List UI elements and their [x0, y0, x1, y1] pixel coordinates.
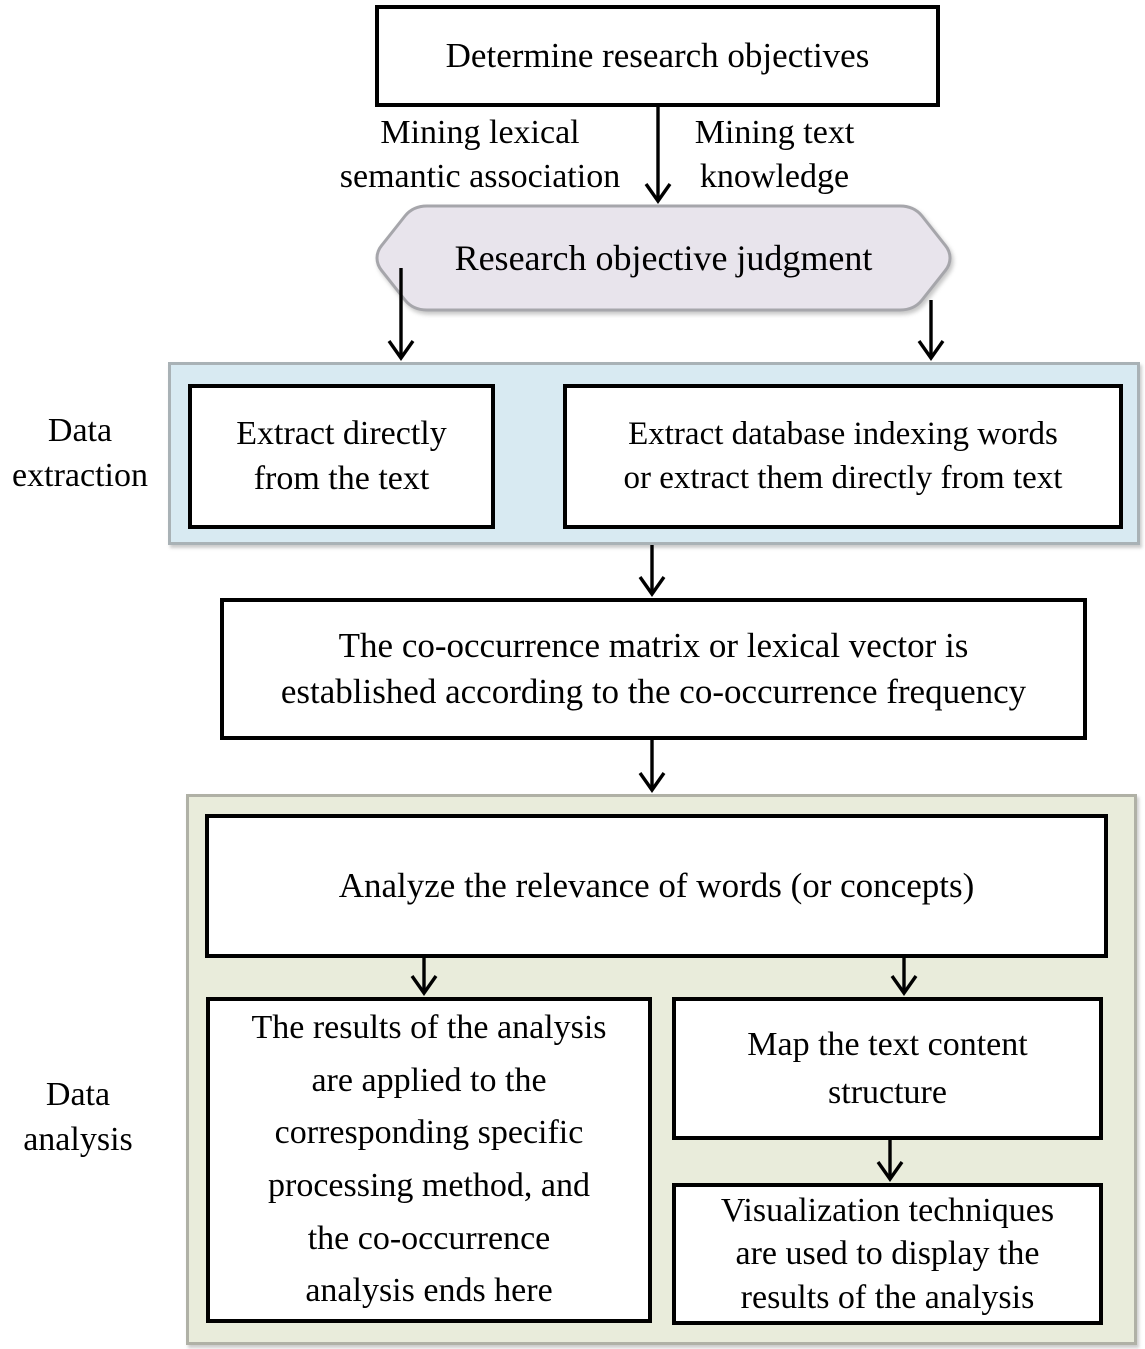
text-line: results of the analysis — [740, 1278, 1035, 1316]
node-determine: Determine research objectives — [375, 5, 940, 107]
judgment-hexagon-shape — [375, 204, 952, 312]
node-extract-database: Extract database indexing words or extra… — [563, 384, 1123, 529]
text-line: Extract directly — [236, 414, 447, 452]
text-line: The results of the analysis — [251, 1008, 607, 1046]
arrow-matrix-to-analysis — [638, 740, 666, 793]
text-line: from the text — [253, 459, 430, 497]
text-line: Map the text content — [747, 1025, 1028, 1063]
arrow-determine-to-judgment — [644, 107, 672, 204]
text-line: Determine research objectives — [445, 35, 870, 75]
text-line: Mining lexical — [380, 114, 580, 151]
text-line: knowledge — [699, 157, 850, 195]
label-branch-right: Mining text knowledge — [672, 111, 877, 198]
text-line: are used to display the — [735, 1235, 1040, 1273]
text-line: or extract them directly from text — [623, 459, 1063, 496]
text-line: analysis ends here — [305, 1272, 553, 1310]
text-line: are applied to the — [311, 1061, 547, 1099]
text-line: Visualization techniques — [720, 1191, 1055, 1229]
text-line: structure — [828, 1073, 947, 1111]
node-judgment: Research objective judgment — [375, 204, 952, 312]
node-judgment-label: Research objective judgment — [454, 238, 873, 278]
text-line: processing method, and — [268, 1167, 590, 1204]
label-branch-left: Mining lexical semantic association — [322, 111, 638, 198]
node-map-structure: Map the text content structure — [672, 997, 1103, 1140]
text-line: Data — [45, 1076, 111, 1113]
text-line: extraction — [12, 457, 148, 495]
node-extract-direct: Extract directly from the text — [188, 384, 495, 529]
text-line: corresponding specific — [274, 1114, 584, 1152]
text-line: Data — [47, 412, 113, 449]
text-line: Extract database indexing words — [628, 415, 1058, 452]
section-label-data-analysis: Data analysis — [0, 1072, 156, 1162]
node-cooccurrence-matrix: The co-occurrence matrix or lexical vect… — [220, 598, 1087, 740]
text-line: The co-occurrence matrix or lexical vect… — [338, 625, 969, 665]
section-label-data-extraction: Data extraction — [0, 408, 160, 498]
arrow-extraction-to-matrix — [638, 545, 666, 597]
text-line: established according to the co-occurren… — [280, 672, 1027, 711]
node-apply-results: The results of the analysis are applied … — [206, 997, 652, 1323]
text-line: semantic association — [339, 157, 621, 195]
node-visualization: Visualization techniques are used to dis… — [672, 1183, 1103, 1325]
hexagon-shape — [375, 204, 952, 312]
text-line: Analyze the relevance of words (or conce… — [338, 865, 975, 905]
node-analyze-relevance: Analyze the relevance of words (or conce… — [205, 814, 1108, 958]
text-line: the co-occurrence — [307, 1219, 551, 1257]
text-line: analysis — [23, 1121, 133, 1159]
text-line: Mining text — [694, 114, 855, 151]
